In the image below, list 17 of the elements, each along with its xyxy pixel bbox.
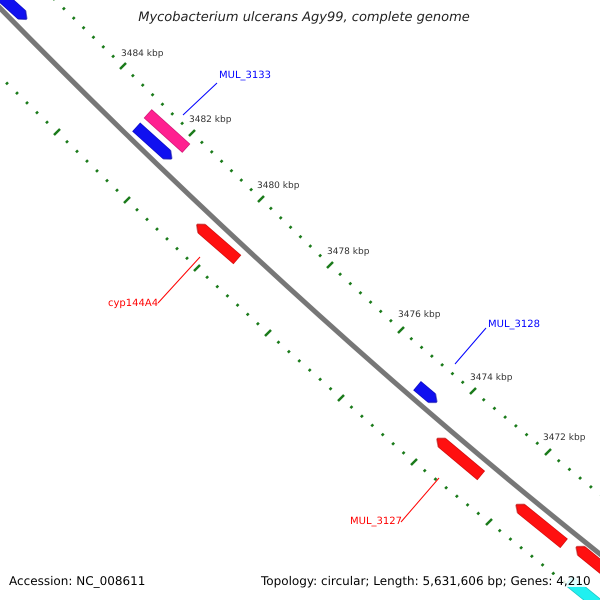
tick-label: 3476 kbp — [398, 311, 440, 320]
tick-label: 3482 kbp — [189, 116, 232, 125]
leader-line — [400, 478, 440, 522]
tick-label: 3478 kbp — [327, 248, 370, 257]
accession-text: Accession: NC_008611 — [9, 575, 146, 587]
gene-label: MUL_3133 — [219, 71, 271, 81]
gene-label: cyp144A4 — [108, 299, 158, 309]
leader-line — [158, 256, 200, 304]
tick-label: 3480 kbp — [257, 182, 300, 191]
leader-line — [182, 82, 218, 116]
gene-label: MUL_3127 — [350, 517, 402, 527]
tick-label: 3472 kbp — [543, 434, 586, 443]
title: Mycobacterium ulcerans Agy99, complete genome — [137, 11, 471, 24]
tick-label: 3484 kbp — [121, 50, 164, 59]
tick-label: 3474 kbp — [470, 374, 512, 383]
gene-label: MUL_3128 — [488, 320, 540, 330]
genome-summary-text: Topology: circular; Length: 5,631,606 bp; Genes: 4,210 — [261, 575, 591, 587]
